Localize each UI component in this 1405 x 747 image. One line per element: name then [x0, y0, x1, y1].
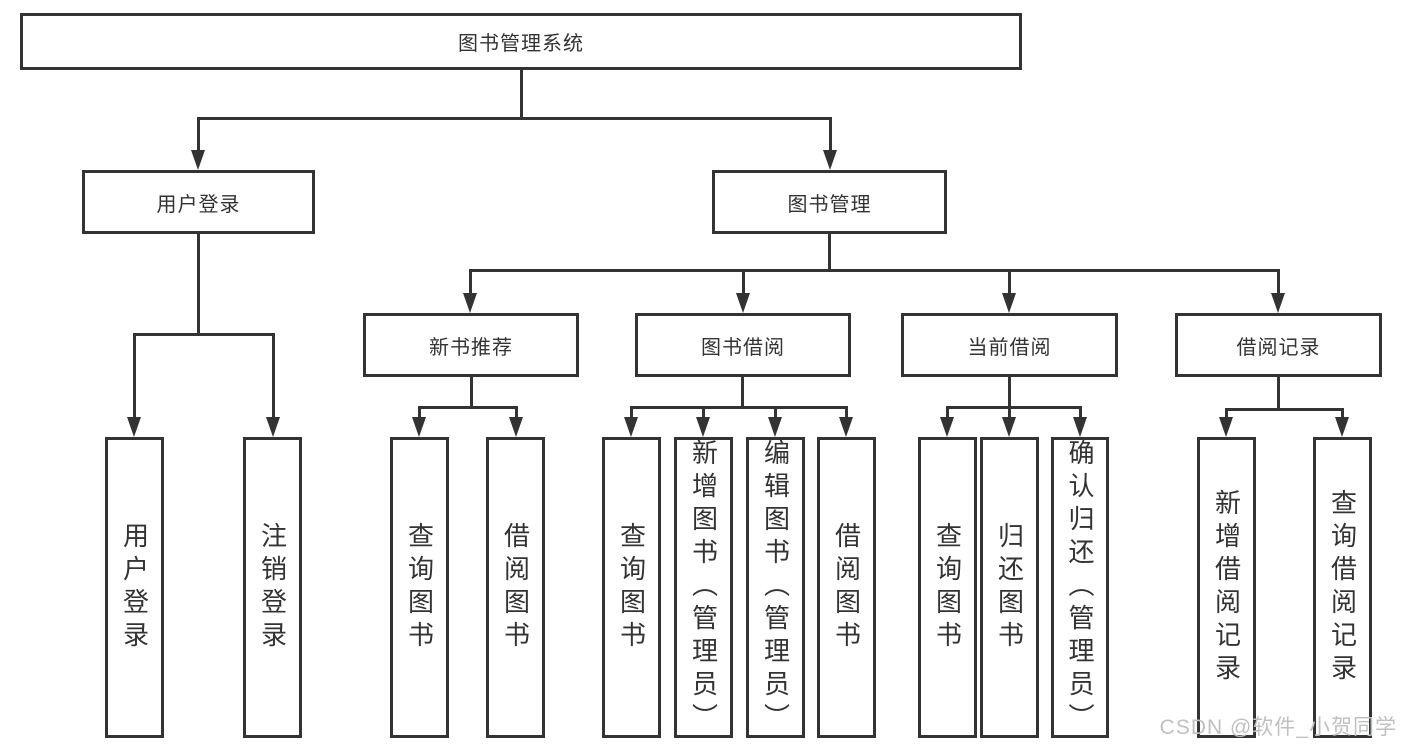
node-label: 新书推荐 — [429, 336, 513, 359]
leaf-label: 编辑图书（管理员） — [760, 439, 791, 736]
leaf-add-borrow-record: 新增借阅记录 — [1197, 437, 1256, 738]
leaf-label: 新增图书（管理员） — [688, 439, 719, 736]
arrow-down-icon — [463, 269, 477, 313]
arrow-down-icon — [768, 406, 782, 437]
leaf-query-borrow-record: 查询借阅记录 — [1313, 437, 1372, 738]
arrow-down-icon — [412, 406, 426, 437]
connector-line — [828, 234, 831, 271]
connector-line — [470, 269, 1280, 272]
leaf-query-books-current: 查询图书 — [918, 437, 977, 738]
leaf-add-books-admin: 新增图书（管理员） — [674, 437, 733, 738]
node-book-borrowing: 图书借阅 — [635, 313, 851, 377]
node-label: 图书管理 — [787, 193, 872, 216]
arrow-down-icon — [127, 333, 141, 437]
arrow-down-icon — [940, 406, 954, 437]
connector-line — [520, 70, 523, 118]
arrow-down-icon — [191, 117, 205, 170]
connector-line — [741, 377, 744, 408]
node-label: 借阅记录 — [1236, 336, 1321, 359]
leaf-label: 借阅图书 — [500, 521, 531, 654]
arrow-down-icon — [736, 269, 750, 313]
node-new-book-recommend: 新书推荐 — [363, 313, 579, 377]
connector-line — [470, 377, 473, 408]
leaf-borrow-books: 借阅图书 — [817, 437, 876, 738]
node-current-borrowing: 当前借阅 — [901, 313, 1118, 377]
leaf-label: 查询图书 — [404, 521, 435, 654]
node-borrow-records: 借阅记录 — [1175, 313, 1382, 377]
leaf-edit-books-admin: 编辑图书（管理员） — [746, 437, 805, 738]
leaf-label: 借阅图书 — [831, 521, 862, 654]
node-label: 用户登录 — [156, 193, 241, 216]
csdn-watermark: CSDN @软件_小贺同学 — [1159, 716, 1397, 739]
node-library-system: 图书管理系统 — [20, 13, 1022, 70]
arrow-down-icon — [839, 406, 853, 437]
leaf-label: 查询图书 — [932, 521, 963, 654]
connector-line — [1277, 377, 1280, 410]
node-label: 当前借阅 — [967, 336, 1052, 359]
leaf-borrow-books-recommend: 借阅图书 — [486, 437, 545, 738]
leaf-query-books-recommend: 查询图书 — [390, 437, 449, 738]
arrow-down-icon — [696, 406, 710, 437]
arrow-down-icon — [1073, 406, 1087, 437]
leaf-logout: 注销登录 — [243, 437, 302, 738]
arrow-down-icon — [823, 117, 837, 170]
arrow-down-icon — [266, 333, 280, 437]
leaf-user-login: 用户登录 — [105, 437, 164, 738]
node-label: 图书管理系统 — [458, 33, 584, 55]
leaf-label: 注销登录 — [257, 521, 288, 654]
connector-line — [946, 406, 1081, 409]
connector-line — [418, 406, 517, 409]
connector-line — [133, 333, 274, 336]
node-label: 图书借阅 — [701, 336, 785, 359]
arrow-down-icon — [1271, 269, 1285, 313]
leaf-return-books: 归还图书 — [980, 437, 1039, 738]
leaf-label: 用户登录 — [119, 521, 150, 654]
connector-line — [1008, 377, 1011, 408]
arrow-down-icon — [1002, 406, 1016, 437]
connector-line — [1225, 408, 1344, 411]
connector-line — [630, 406, 847, 409]
arrow-down-icon — [1219, 408, 1233, 437]
leaf-query-books-borrowing: 查询图书 — [602, 437, 661, 738]
leaf-label: 查询借阅记录 — [1327, 488, 1358, 687]
arrow-down-icon — [1002, 269, 1016, 313]
arrow-down-icon — [509, 406, 523, 437]
leaf-label: 确认归还（管理员） — [1065, 439, 1095, 736]
connector-line — [197, 117, 831, 120]
arrow-down-icon — [624, 406, 638, 437]
node-book-management: 图书管理 — [712, 170, 947, 234]
leaf-confirm-return-admin: 确认归还（管理员） — [1051, 437, 1109, 738]
arrow-down-icon — [1335, 408, 1349, 437]
node-user-login: 用户登录 — [82, 170, 315, 234]
leaf-label: 归还图书 — [994, 521, 1025, 654]
leaf-label: 查询图书 — [616, 521, 647, 654]
connector-line — [197, 234, 200, 335]
leaf-label: 新增借阅记录 — [1211, 488, 1242, 687]
